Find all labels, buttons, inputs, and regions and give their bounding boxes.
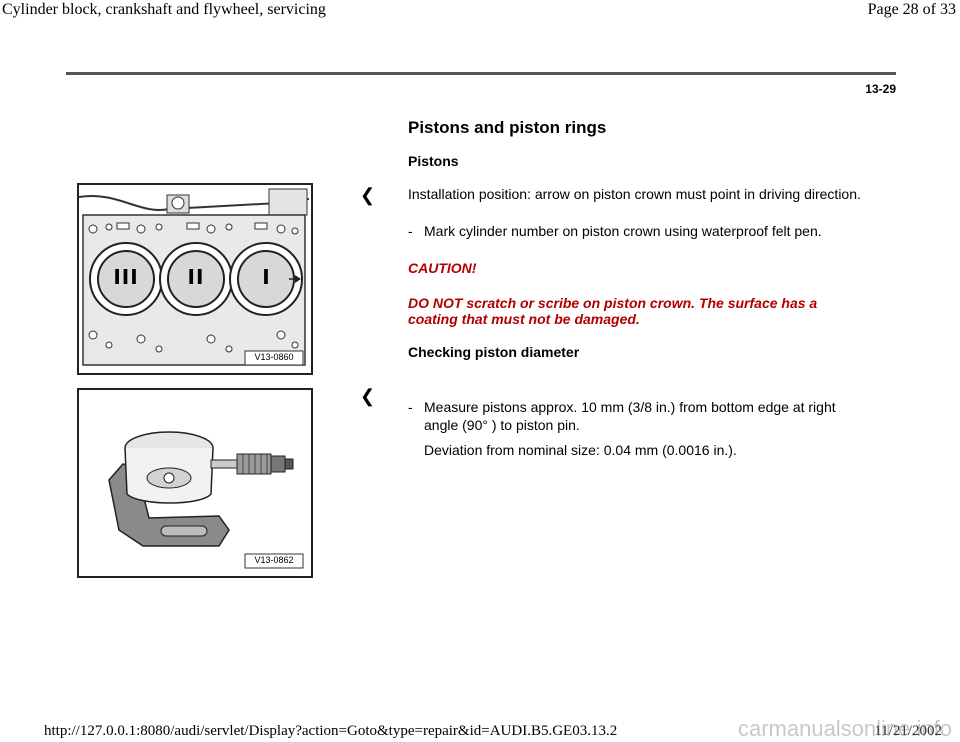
page-number: 13-29 (865, 82, 896, 96)
micrometer-illustration (79, 390, 311, 576)
mark-cylinder-bullet: Mark cylinder number on piston crown usi… (424, 223, 822, 239)
cylinder-block-illustration (79, 185, 311, 373)
document-title: Cylinder block, crankshaft and flywheel,… (2, 1, 326, 18)
figure-micrometer: V13-0862 (77, 388, 313, 578)
pointer-arrow-icon: ❮ (360, 185, 376, 205)
watermark: carmanualsonline.info (737, 716, 952, 741)
bullet-dash: - (408, 223, 413, 239)
figure-label: V13-0860 (254, 352, 294, 362)
crown-mark-2: II (187, 265, 205, 289)
caution-warning-text: DO NOT scratch or scribe on piston crown… (408, 295, 818, 327)
section-title: Pistons and piston rings (408, 118, 607, 137)
footer-date: 11/21/2002 (874, 723, 942, 739)
subsection-title: Pistons (408, 153, 459, 169)
figure-cylinder-block: III II I V13-0860 (77, 183, 313, 375)
figure-label: V13-0862 (254, 555, 294, 565)
page-indicator: Page 28 of 33 (867, 1, 956, 18)
footer-url[interactable]: http://127.0.0.1:8080/audi/servlet/Displ… (44, 723, 618, 739)
caution-label: CAUTION! (408, 260, 477, 276)
crown-mark-3: I (262, 265, 270, 289)
header-rule (66, 72, 896, 75)
measure-pistons-bullet: Measure pistons approx. 10 mm (3/8 in.) … (424, 399, 836, 433)
checking-heading: Checking piston diameter (408, 344, 580, 360)
crown-mark-1: III (113, 265, 139, 289)
installation-position-text: Installation position: arrow on piston c… (408, 186, 861, 202)
deviation-text: Deviation from nominal size: 0.04 mm (0.… (424, 442, 737, 458)
bullet-dash: - (408, 399, 413, 415)
pointer-arrow-icon: ❮ (360, 386, 376, 406)
